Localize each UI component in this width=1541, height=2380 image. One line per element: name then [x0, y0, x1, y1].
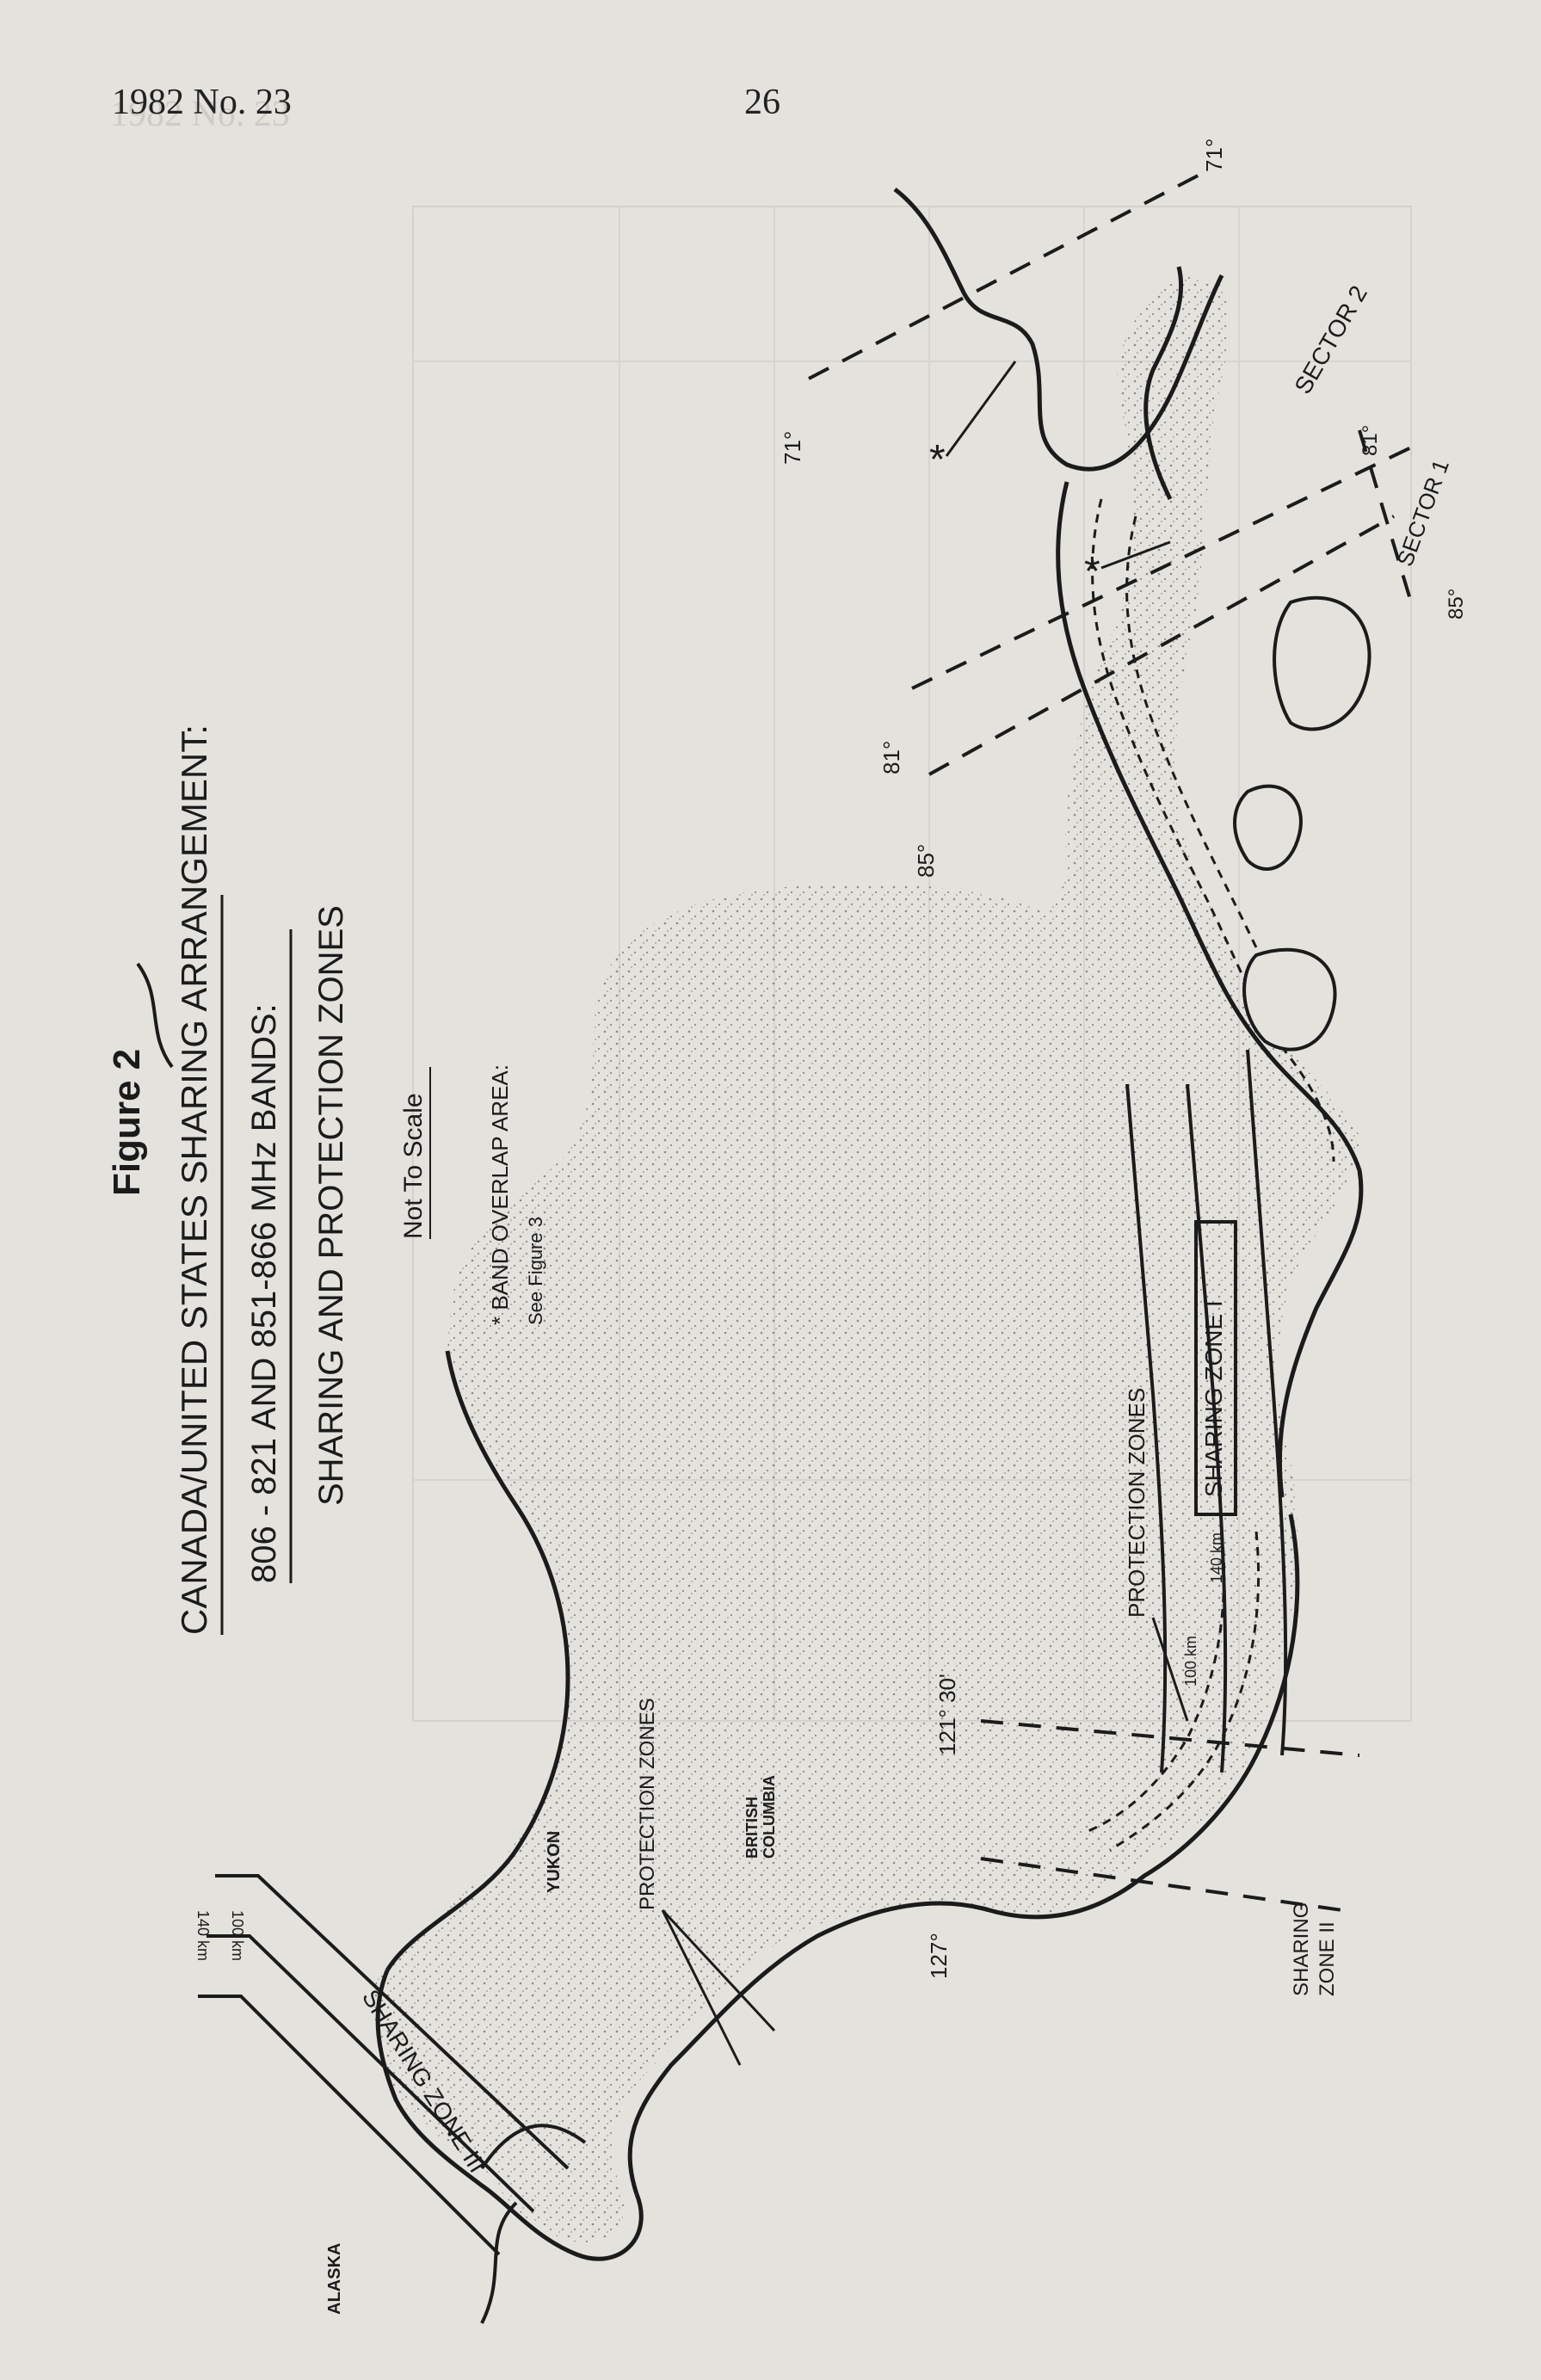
bleed-through-header: 1982 No. 23 [110, 95, 290, 134]
overlap-note: * BAND OVERLAP AREA: [487, 1064, 513, 1325]
figure-title: CANADA/UNITED STATES SHARING ARRANGEMENT… [174, 724, 214, 1635]
figure-subtitle-bands: 806 - 821 AND 851-866 MHz BANDS: [245, 1003, 283, 1583]
label-sector-2: SECTOR 2 [1289, 281, 1372, 398]
label-lon-71-top: 71° [1201, 139, 1227, 172]
meridian-85 [928, 515, 1395, 776]
label-sector-1: SECTOR 1 [1391, 456, 1454, 570]
coastline [375, 188, 1364, 2261]
label-sharing-zone-2: SHARING [1290, 1902, 1313, 1996]
overlap-note-ref: See Figure 3 [525, 1217, 546, 1325]
label-sharing-zone-1: SHARING ZONE I [1200, 1300, 1227, 1497]
label-lon-127: 127° [926, 1933, 952, 1979]
marker-asterisk-2: * [1084, 549, 1100, 595]
publication-reference: 1982 No. 23 [112, 83, 292, 122]
label-lon-85-sector: 85° [1445, 589, 1468, 620]
label-sharing-zone-2b: ZONE II [1316, 1921, 1339, 1996]
sharing-zone-1-band [1125, 1049, 1288, 1773]
meridian-121-30 [980, 1719, 1360, 1757]
label-protection-zones-a: PROTECTION ZONES [636, 1698, 659, 1910]
figure-label: Figure 2 [106, 1049, 148, 1196]
label-lon-81-sector: 81° [1359, 425, 1382, 456]
label-distance-140-west: 140 km [194, 1910, 212, 1961]
sector-divider [1358, 429, 1413, 603]
label-distance-100-west: 100 km [229, 1910, 246, 1961]
page-header: 1982 No. 23 1982 No. 23 26 [0, 82, 1541, 134]
label-british-columbia: BRITISH [743, 1797, 761, 1859]
land-swath [370, 275, 1359, 2243]
label-lon-121-30: 121° 30' [934, 1674, 960, 1755]
label-lon-81: 81° [878, 741, 904, 774]
label-yukon: YUKON [545, 1831, 564, 1893]
scale-note: Not To Scale [399, 1093, 428, 1239]
figure-canvas: Figure 2 CANADA/UNITED STATES SHARING AR… [106, 139, 1468, 2324]
label-distance-140-east: 140 km [1208, 1532, 1225, 1583]
label-distance-100-east: 100 km [1182, 1636, 1199, 1686]
label-lon-85: 85° [913, 844, 939, 878]
sharing-zone-3-band [198, 1874, 587, 2256]
great-lakes [1233, 595, 1371, 1051]
page-number: 26 [744, 83, 780, 122]
alaska-boundary [136, 962, 518, 2324]
meridian-127 [980, 1857, 1343, 1912]
marker-asterisk-1: * [929, 437, 946, 483]
label-alaska: ALASKA [325, 2243, 344, 2315]
label-protection-zones-b: PROTECTION ZONES [1124, 1388, 1150, 1618]
figure-subtitle-zones: SHARING AND PROTECTION ZONES [312, 905, 350, 1506]
figure-titles: Figure 2 CANADA/UNITED STATES SHARING AR… [106, 724, 546, 1635]
longitude-lines [808, 170, 1413, 1912]
label-british-columbia-2: COLUMBIA [761, 1775, 778, 1859]
label-lon-71: 71° [780, 431, 805, 465]
figure-2-map: Figure 2 CANADA/UNITED STATES SHARING AR… [0, 138, 1541, 2375]
meridian-81 [911, 446, 1412, 690]
